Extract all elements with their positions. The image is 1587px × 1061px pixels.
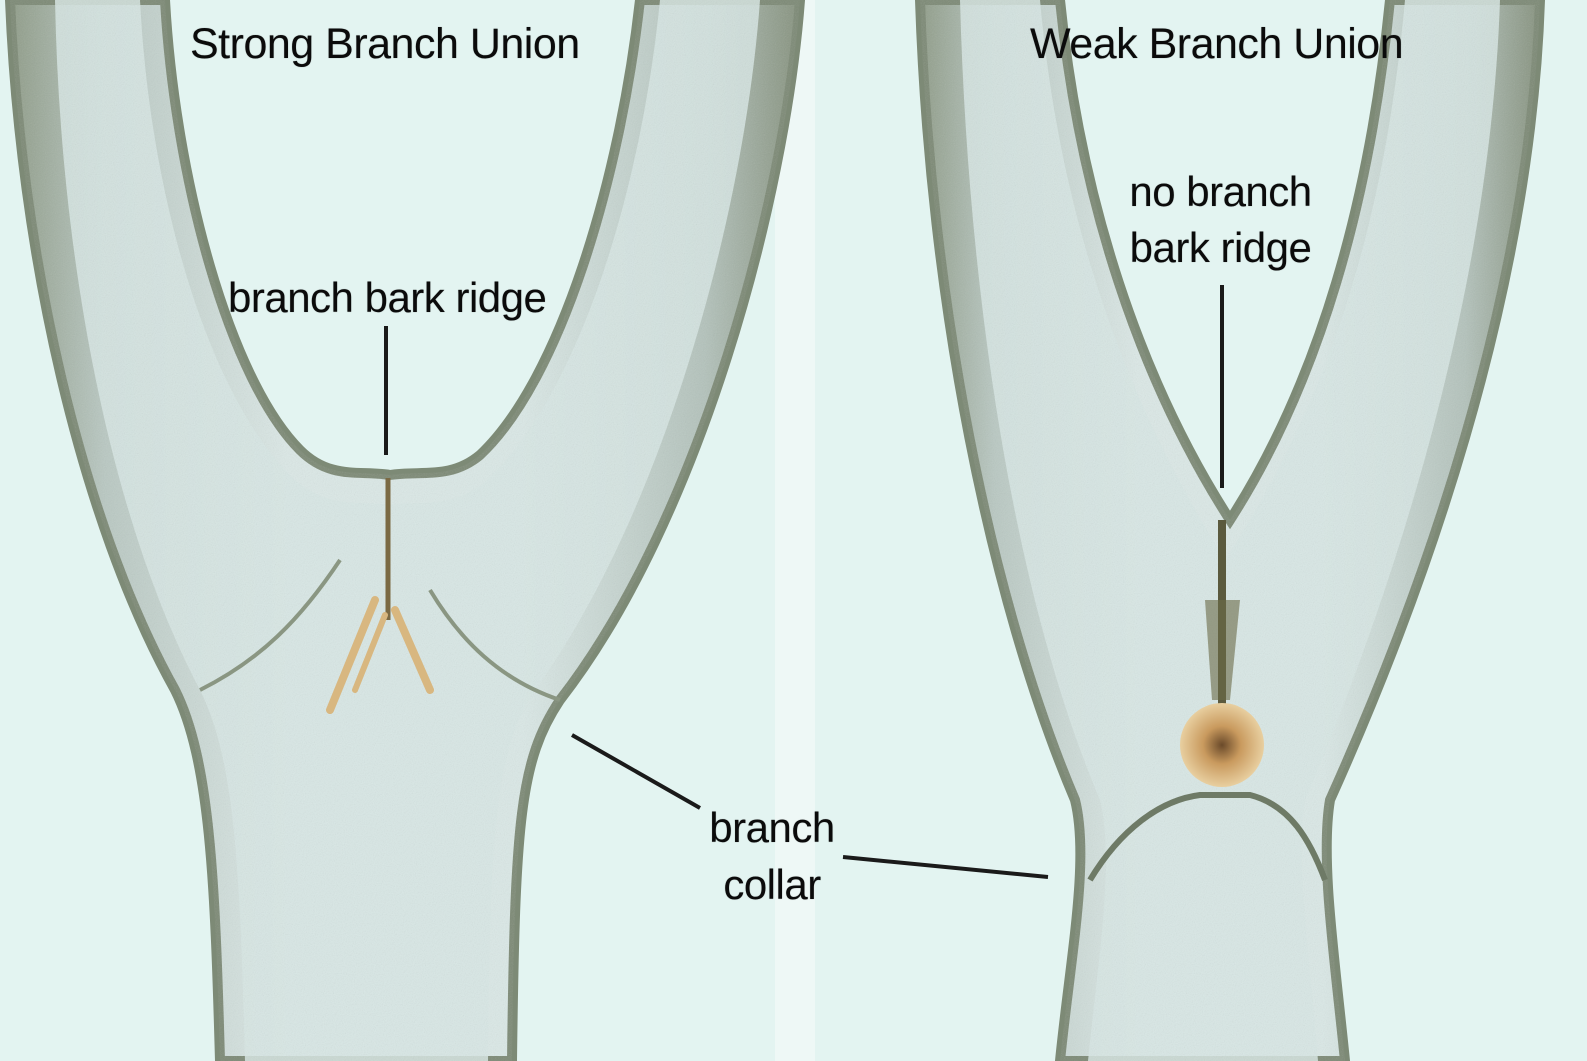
branch-collar-label-line1: branch: [692, 800, 852, 856]
strong-union-title: Strong Branch Union: [190, 16, 580, 72]
no-branch-bark-ridge-label-line2: bark ridge: [1108, 220, 1333, 276]
bark-wound: [1180, 703, 1264, 787]
no-branch-bark-ridge-label-line1: no branch: [1108, 164, 1333, 220]
weak-union-title: Weak Branch Union: [1030, 16, 1403, 72]
branch-collar-label-line2: collar: [692, 857, 852, 913]
branch-bark-ridge-label: branch bark ridge: [228, 270, 546, 326]
